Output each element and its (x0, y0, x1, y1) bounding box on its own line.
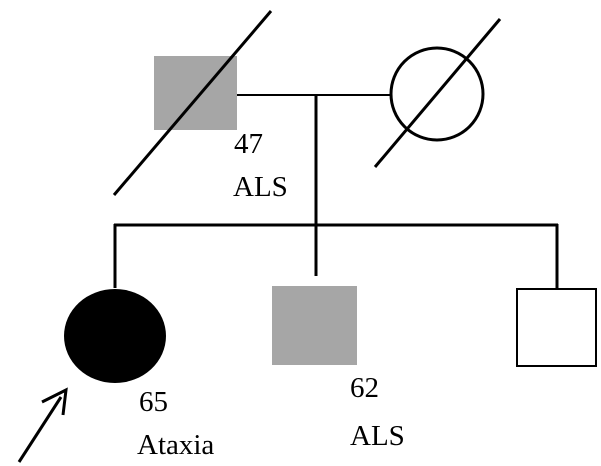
mother-deceased-slash-icon (373, 18, 502, 168)
proband-arrow-icon (41, 387, 68, 416)
proband-arrow-shaft (17, 396, 63, 463)
brother-1-condition-label: ALS (350, 420, 405, 452)
brother-1 (272, 286, 357, 365)
father-age-label: 47 (234, 128, 263, 160)
proband (17, 289, 166, 463)
proband-circle-icon (64, 289, 166, 383)
brother-2 (516, 288, 597, 367)
father (112, 10, 273, 196)
brother-2-square-icon (516, 288, 597, 367)
proband-age-label: 65 (139, 386, 168, 418)
father-deceased-slash-icon (112, 10, 273, 196)
brother-1-square-icon (272, 286, 357, 365)
father-condition-label: ALS (233, 171, 288, 203)
mother (373, 18, 502, 168)
brother-1-age-label: 62 (350, 372, 379, 404)
proband-condition-label: Ataxia (137, 429, 214, 461)
